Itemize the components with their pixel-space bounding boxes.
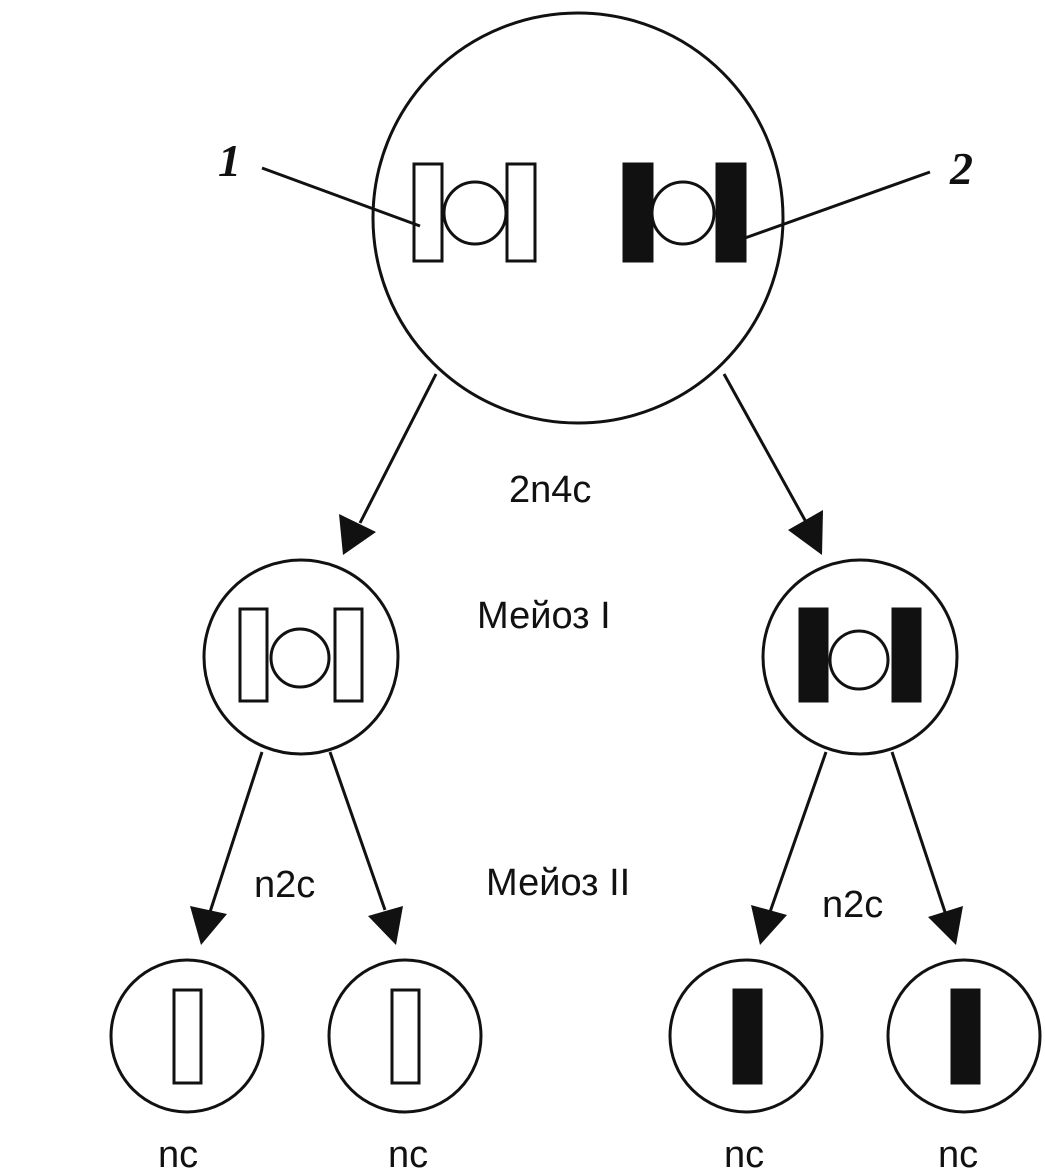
left-second-division-formula: n2c [254,864,315,906]
centromere [269,627,331,689]
chromosome-dark [732,988,763,1085]
parent-formula: 2n4c [509,469,591,511]
callout-2: 2 [744,143,973,240]
homolog-2-dark [622,162,747,263]
centromere [650,180,716,246]
arrow-left-daughter-to-gamete-1 [190,751,264,945]
gamete-4 [886,958,1042,1114]
gamete-2-formula: nc [388,1134,428,1174]
arrow-left-daughter-to-gamete-2 [328,751,403,945]
right-daughter-cell [761,558,959,756]
chromosome-light [172,988,203,1085]
meiosis-two-label: Мейоз II [486,862,630,904]
callout-1-number: 1 [218,135,241,186]
arrow-to-right-daughter [722,373,823,555]
chromatid-right [505,162,537,263]
gamete-4-formula: nc [938,1134,978,1174]
callout-1-leader [261,166,421,228]
chromosome-dark [950,988,981,1085]
callout-2-leader [744,170,931,240]
chromatid-right [715,162,747,263]
parent-cell [371,11,785,425]
gamete-3-formula: nc [724,1134,764,1174]
homolog-1-light [412,162,537,263]
chromatid-left [622,162,654,263]
chromatid-left [412,162,444,263]
gamete-1 [109,958,265,1114]
gamete-3 [668,958,824,1114]
chromatid-right [891,607,922,703]
gamete-1-formula: nc [158,1134,198,1174]
gamete-2 [327,958,483,1114]
chromosome-light [390,988,421,1085]
parent-cell-membrane [371,11,785,425]
left-daughter-cell [202,558,400,756]
right-second-division-formula: n2c [822,884,883,926]
chromatid-left [238,607,269,703]
centromere [442,180,508,246]
arrow-right-daughter-to-gamete-4 [890,751,963,945]
chromatid-left [798,607,829,703]
callout-2-number: 2 [949,143,973,194]
callout-1: 1 [218,135,421,228]
chromatid-right [333,607,364,703]
arrow-right-daughter-to-gamete-3 [751,751,828,945]
meiosis-one-label: Мейоз I [477,595,611,637]
centromere [828,629,890,691]
arrow-to-left-daughter [339,373,438,555]
